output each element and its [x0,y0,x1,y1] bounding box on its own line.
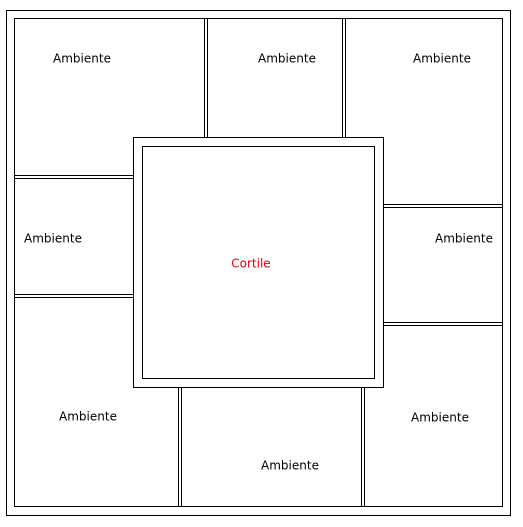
room-label-right: Ambiente [435,232,493,246]
room-label-top-left: Ambiente [53,52,111,66]
courtyard-wall-inner [142,146,375,379]
outer-wall-outer [6,10,511,516]
room-label-bottom-center: Ambiente [261,459,319,473]
room-label-left: Ambiente [24,232,82,246]
room-label-top-right: Ambiente [413,52,471,66]
courtyard-wall-outer [133,137,384,388]
outer-wall-inner [14,18,503,507]
courtyard-label: Cortile [231,257,270,271]
room-label-bottom-left: Ambiente [59,410,117,424]
room-label-bottom-right: Ambiente [411,411,469,425]
room-label-top-center: Ambiente [258,52,316,66]
